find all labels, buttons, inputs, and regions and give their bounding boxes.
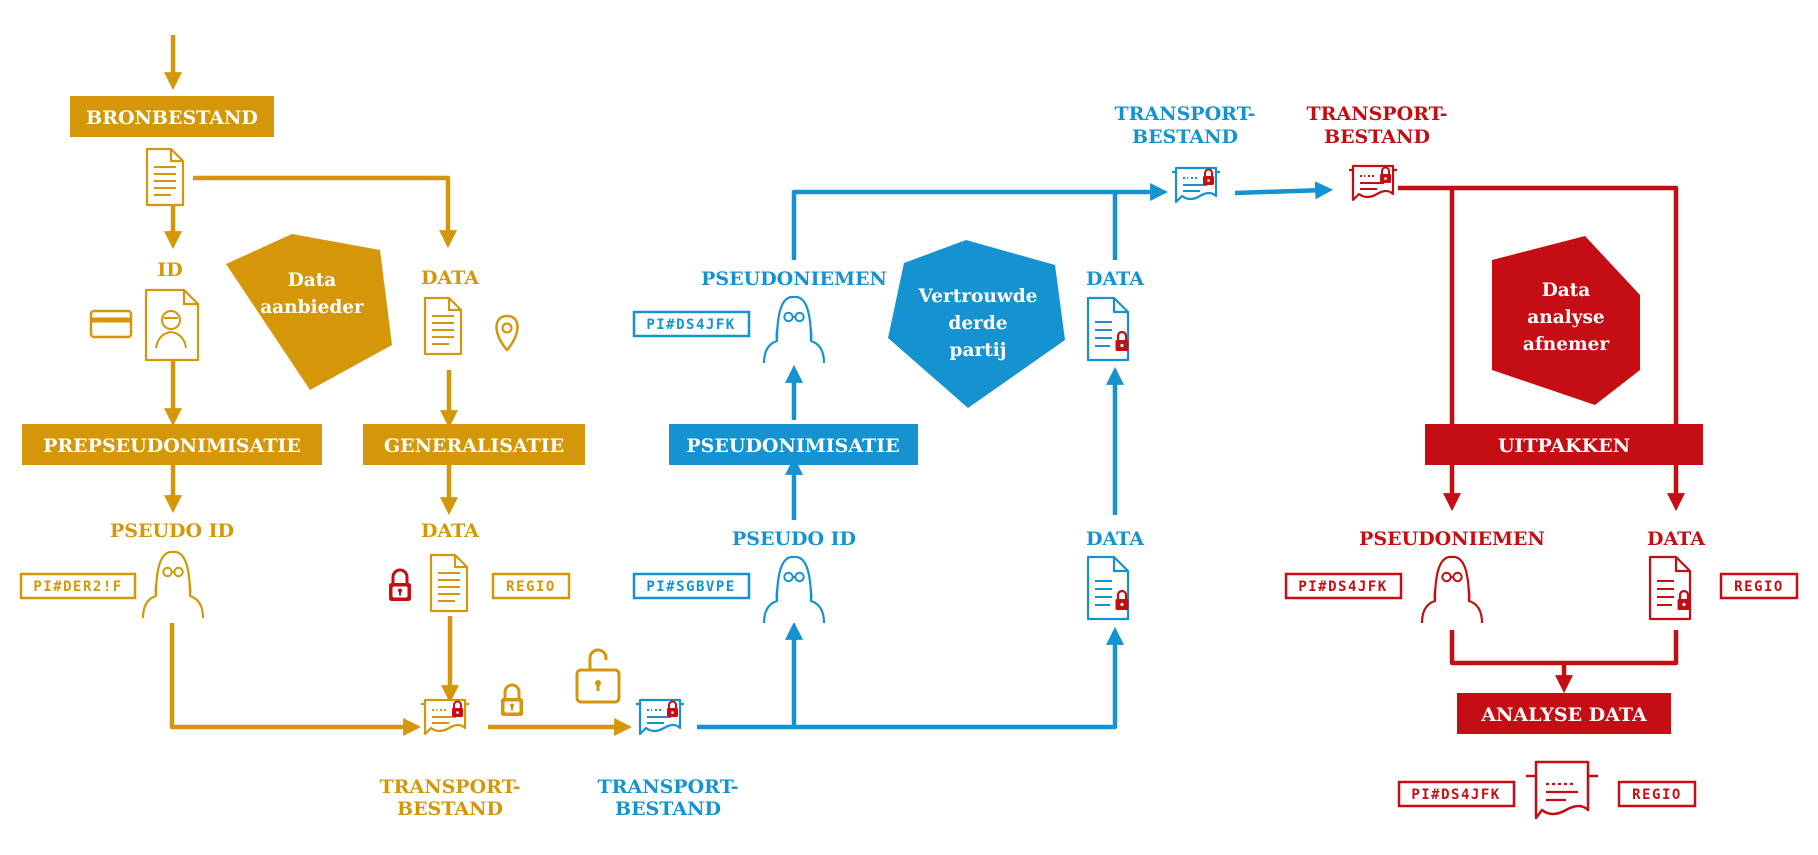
- uitpakken-box: UITPAKKEN: [1425, 424, 1703, 465]
- polygon-afnemer-line2: analyse: [1527, 307, 1604, 328]
- person-glasses-icon: [141, 550, 205, 620]
- label-transport-blue-top-1: TRANSPORT-: [1115, 103, 1256, 125]
- svg-text:REGIO: REGIO: [1734, 579, 1784, 595]
- vertrouwde-derde-partij-shape: Vertrouwde derde partij: [888, 240, 1065, 408]
- svg-text:PI#DS4JFK: PI#DS4JFK: [1411, 787, 1500, 803]
- transport-file-icon: [1526, 760, 1598, 820]
- label-data-blue-bottom: DATA: [1086, 528, 1144, 550]
- svg-text:PI#DER2!F: PI#DER2!F: [33, 579, 122, 595]
- polygon-vertrouwde-line1: Vertrouwde: [918, 286, 1038, 307]
- person-glasses-icon: [762, 555, 826, 625]
- location-pin-icon: [495, 314, 519, 352]
- transport-file-icon: [1170, 166, 1222, 204]
- label-transport-blue-top-2: BESTAND: [1132, 126, 1238, 148]
- bronbestand-box: BRONBESTAND: [70, 96, 274, 137]
- polygon-vertrouwde-line2: derde: [948, 313, 1007, 334]
- label-data-red: DATA: [1647, 528, 1705, 550]
- label-transport-red-2: BESTAND: [1324, 126, 1430, 148]
- document-lock-icon: [1648, 555, 1692, 621]
- label-transport-blue-bottom-2: BESTAND: [615, 798, 721, 820]
- document-icon: [429, 553, 469, 613]
- document-icon: [423, 296, 463, 356]
- svg-text:PI#DS4JFK: PI#DS4JFK: [1298, 579, 1387, 595]
- label-data-gold-mid: DATA: [421, 520, 479, 542]
- label-id: ID: [157, 259, 182, 281]
- person-glasses-icon: [762, 295, 826, 365]
- label-pseudo-id-blue: PSEUDO ID: [732, 528, 856, 550]
- analyse-data-box: ANALYSE DATA: [1457, 693, 1671, 734]
- data-aanbieder-shape: Data aanbieder: [226, 234, 392, 390]
- tag-gold-regio: REGIO: [491, 572, 571, 600]
- tag-red-bottom-regio: REGIO: [1617, 780, 1697, 808]
- svg-text:PI#SGBVPE: PI#SGBVPE: [646, 579, 735, 595]
- prepseudonimisatie-label: PREPSEUDONIMISATIE: [43, 435, 301, 457]
- polygon-data-aanbieder-line1: Data: [288, 270, 337, 291]
- polygon-vertrouwde-line3: partij: [950, 340, 1007, 361]
- document-lock-icon: [1086, 555, 1130, 621]
- prepseudonimisatie-box: PREPSEUDONIMISATIE: [22, 424, 322, 465]
- data-analyse-afnemer-shape: Data analyse afnemer: [1492, 236, 1640, 405]
- label-transport-red-1: TRANSPORT-: [1307, 103, 1448, 125]
- polygon-afnemer-line1: Data: [1542, 280, 1591, 301]
- svg-text:REGIO: REGIO: [506, 579, 556, 595]
- label-data-gold-top: DATA: [421, 267, 479, 289]
- pseudonimisatie-box: PSEUDONIMISATIE: [669, 424, 918, 465]
- tag-red-bottom-pseudo: PI#DS4JFK: [1397, 780, 1516, 808]
- lock-icon: [387, 568, 413, 603]
- transport-file-icon: [1347, 164, 1399, 202]
- label-pseudoniemen-red: PSEUDONIEMEN: [1359, 528, 1545, 550]
- svg-text:PI#DS4JFK: PI#DS4JFK: [646, 317, 735, 333]
- tag-gold-pseudo: PI#DER2!F: [19, 572, 137, 600]
- generalisatie-label: GENERALISATIE: [384, 435, 564, 457]
- generalisatie-box: GENERALISATIE: [363, 424, 585, 465]
- tag-red-pseudoniemen: PI#DS4JFK: [1284, 572, 1403, 600]
- polygon-afnemer-line3: afnemer: [1523, 334, 1610, 355]
- person-portrait-icon: [144, 288, 200, 362]
- label-data-blue-top: DATA: [1086, 268, 1144, 290]
- transport-file-icon: [634, 698, 686, 736]
- tag-blue-pseudoniemen: PI#DS4JFK: [632, 310, 751, 338]
- id-card-icon: [89, 309, 133, 339]
- person-glasses-icon: [1420, 555, 1484, 625]
- label-transport-blue-bottom-1: TRANSPORT-: [598, 776, 739, 798]
- uitpakken-label: UITPAKKEN: [1498, 435, 1630, 457]
- document-lock-icon: [1086, 296, 1130, 362]
- label-pseudoniemen-blue: PSEUDONIEMEN: [701, 268, 887, 290]
- tag-blue-pseudo-id: PI#SGBVPE: [632, 572, 751, 600]
- lock-icon: [499, 683, 525, 718]
- tag-red-regio: REGIO: [1719, 572, 1799, 600]
- polygon-data-aanbieder-line2: aanbieder: [260, 297, 364, 318]
- transport-file-icon: [419, 698, 471, 736]
- document-icon: [145, 147, 185, 207]
- label-pseudo-id-gold: PSEUDO ID: [110, 520, 234, 542]
- svg-text:REGIO: REGIO: [1632, 787, 1682, 803]
- unlock-icon: [575, 648, 621, 704]
- analyse-data-label: ANALYSE DATA: [1480, 704, 1647, 726]
- label-transport-gold-1: TRANSPORT-: [380, 776, 521, 798]
- label-transport-gold-2: BESTAND: [397, 798, 503, 820]
- bronbestand-label: BRONBESTAND: [86, 107, 258, 129]
- pseudonimisatie-label: PSEUDONIMISATIE: [686, 435, 899, 457]
